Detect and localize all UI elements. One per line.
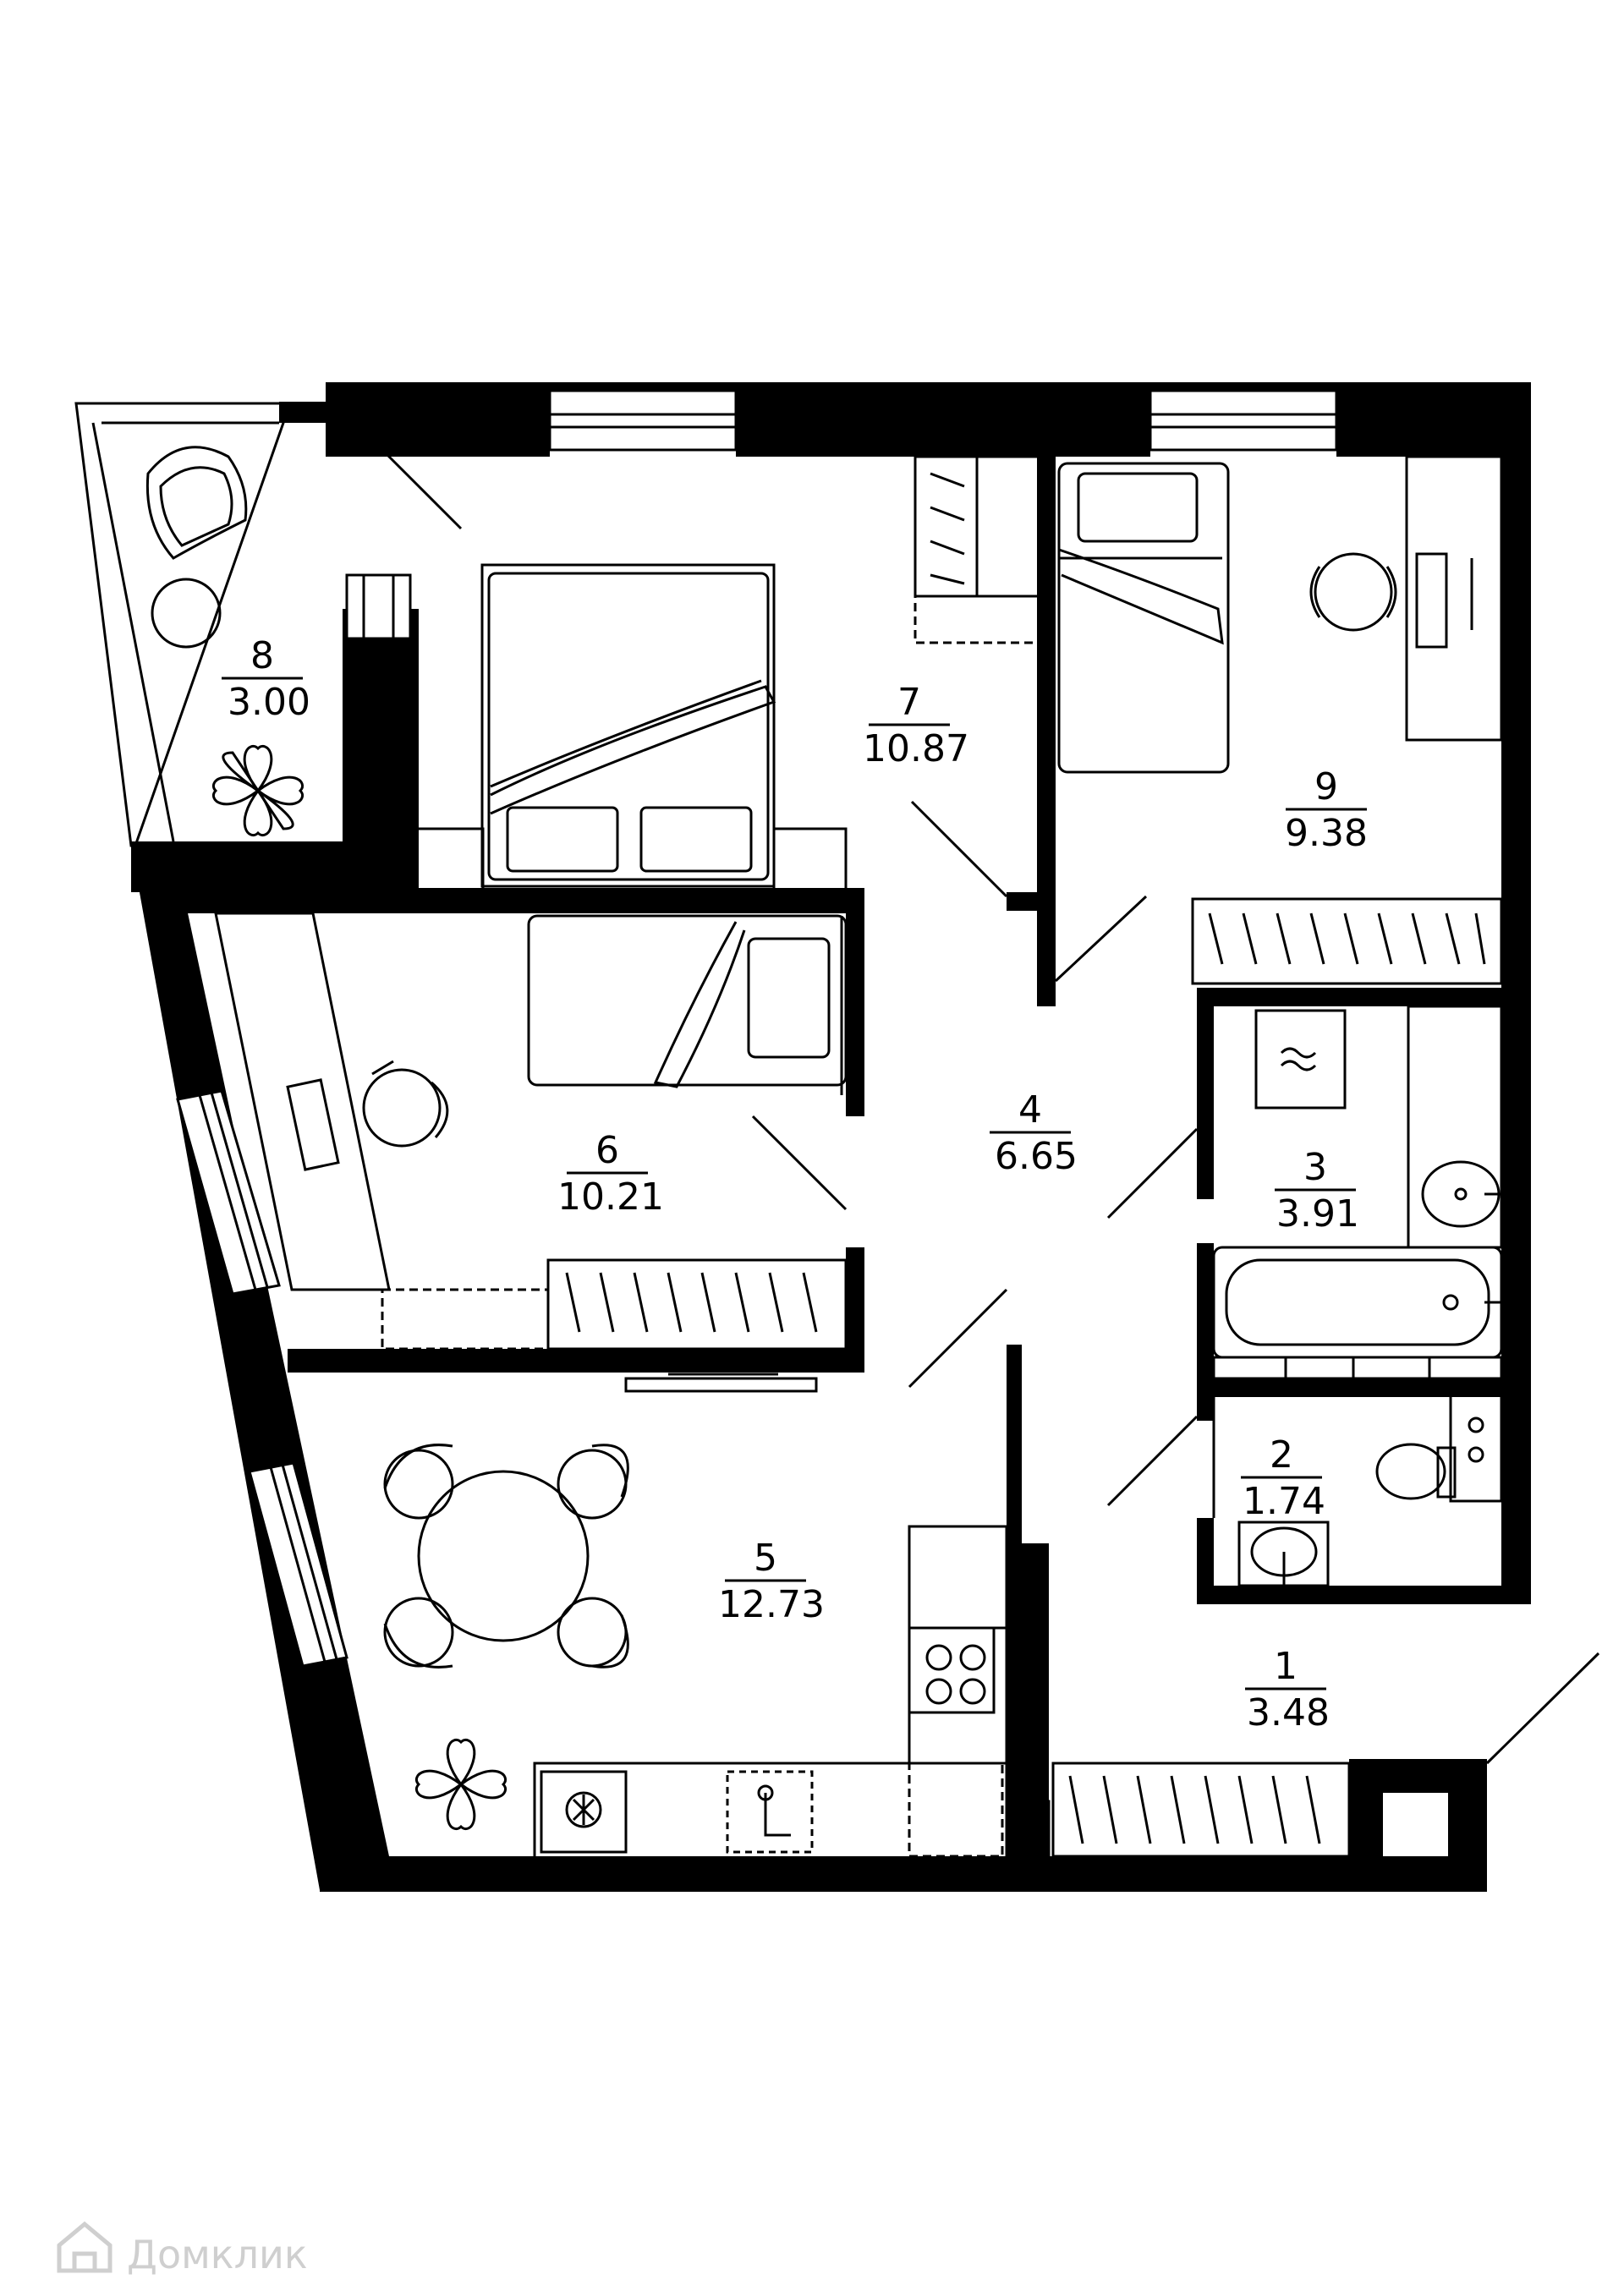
wall-7-9-stub [1007, 892, 1040, 911]
wall-3-2 [1197, 1378, 1501, 1397]
wall-7-6 [173, 888, 863, 913]
wall-right [1501, 457, 1531, 1603]
sink-3-icon [1407, 1005, 1503, 1249]
stove-icon [925, 1644, 986, 1705]
wall-6-right-lower [846, 1247, 864, 1366]
svg-text:1: 1 [1274, 1645, 1298, 1688]
svg-text:10.21: 10.21 [557, 1175, 664, 1219]
room-label-1: 1 3.48 [1245, 1645, 1330, 1734]
toilet-icon [1375, 1394, 1503, 1503]
bedroom-7-furniture [415, 455, 1040, 898]
svg-text:9: 9 [1314, 765, 1338, 808]
svg-text:5: 5 [754, 1537, 777, 1580]
svg-text:1.74: 1.74 [1243, 1480, 1325, 1523]
svg-text:2: 2 [1270, 1433, 1293, 1477]
room-labels: 8 3.00 7 10.87 9 9.38 6 10.21 4 6.65 3 3… [222, 634, 1368, 1734]
wall-top [326, 382, 1531, 457]
wall-9-bottom [1197, 988, 1501, 1006]
walls [131, 382, 1531, 1892]
wall-bottom [320, 1856, 1487, 1892]
dining-table-icon [383, 1444, 629, 1669]
wall-kitchen-hall-low [1007, 1543, 1049, 1856]
washing-machine-icon [1254, 1009, 1347, 1110]
watermark-logo-icon [57, 2221, 112, 2273]
wall-6-right [846, 888, 864, 1116]
bedroom-9-furniture [1054, 455, 1503, 985]
room-label-9: 9 9.38 [1285, 765, 1368, 855]
room-label-8: 8 3.00 [222, 634, 310, 724]
svg-text:3.00: 3.00 [228, 681, 310, 724]
balcony-plant-icon [212, 745, 304, 836]
desk-icon [1309, 455, 1503, 742]
window-top-right [1149, 389, 1338, 452]
svg-text:4: 4 [1018, 1088, 1042, 1132]
svg-text:Домклик: Домклик [127, 2232, 308, 2277]
room-label-7: 7 10.87 [863, 681, 969, 770]
room-label-6: 6 10.21 [557, 1129, 664, 1219]
single-bed-6-icon [527, 914, 848, 1095]
washer-icon [565, 1791, 602, 1828]
single-bed-icon [1057, 462, 1230, 774]
wc-sink-icon [1237, 1521, 1330, 1587]
double-bed-icon [415, 563, 848, 894]
balcony-chair-icon [145, 446, 248, 560]
svg-text:8: 8 [250, 634, 274, 677]
svg-text:9.38: 9.38 [1285, 812, 1368, 855]
room-6-furniture [214, 912, 848, 1393]
room-label-2: 2 1.74 [1241, 1433, 1325, 1523]
window-balcony-bedroom [345, 573, 412, 640]
watermark: Домклик [57, 2221, 308, 2277]
svg-text:3: 3 [1303, 1146, 1327, 1189]
wardrobe-6-icon [381, 1258, 848, 1351]
balcony-table-icon [151, 578, 222, 649]
bathtub-icon [1212, 1246, 1503, 1359]
balcony-outline [74, 402, 285, 847]
wall-bottom-right [1349, 1759, 1487, 1892]
wall-bath-left-top [1197, 988, 1214, 1199]
wall-stub-top [279, 402, 330, 423]
wall-balcony-bottom [131, 841, 419, 892]
svg-text:10.87: 10.87 [863, 727, 969, 770]
bath-cabinets-icon [1212, 1356, 1503, 1380]
balcony [74, 402, 463, 847]
room-label-3: 3 3.91 [1275, 1146, 1359, 1236]
tv-icon [624, 1373, 818, 1393]
wall-kitchen-hall [1007, 1345, 1022, 1564]
sink-icon [757, 1784, 791, 1837]
bathroom-fixtures [1106, 1005, 1503, 1587]
wall-wc-left [1197, 1518, 1214, 1603]
svg-text:12.73: 12.73 [718, 1583, 825, 1626]
room-label-5: 5 12.73 [718, 1537, 825, 1626]
kitchen-furniture [383, 1288, 1008, 1860]
svg-text:3.91: 3.91 [1276, 1192, 1359, 1236]
wardrobe-small-icon [914, 455, 1040, 644]
hall-furniture [1005, 1652, 1600, 1858]
svg-text:6.65: 6.65 [995, 1135, 1078, 1178]
room-label-4: 4 6.65 [990, 1088, 1078, 1178]
wall-7-9 [1037, 457, 1056, 1006]
svg-text:7: 7 [897, 681, 921, 724]
svg-text:6: 6 [595, 1129, 619, 1172]
kitchen-plant-icon [415, 1739, 507, 1830]
hall-wardrobe-icon [1005, 1762, 1351, 1858]
svg-text:3.48: 3.48 [1247, 1691, 1330, 1734]
windows [176, 389, 1338, 1668]
wall-6-5 [288, 1349, 864, 1373]
wall-wc-bottom [1197, 1586, 1531, 1604]
window-top-left [548, 389, 738, 452]
wardrobe-9-icon [1191, 897, 1503, 985]
wall-bath-left-mid [1197, 1243, 1214, 1421]
